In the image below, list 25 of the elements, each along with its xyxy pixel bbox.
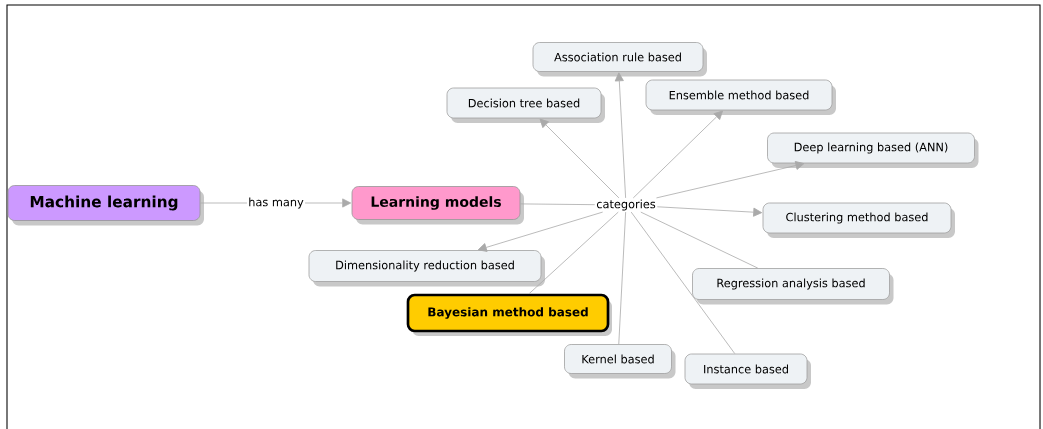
concept-box: Instance based xyxy=(684,353,811,389)
edge-label: has many xyxy=(246,196,306,210)
connector xyxy=(640,211,759,269)
concept-box: Decision tree based xyxy=(446,87,605,123)
connector xyxy=(528,211,619,295)
connector xyxy=(477,211,604,252)
concept-box: Learning models xyxy=(351,186,524,225)
concept-box: Bayesian method based xyxy=(406,293,612,336)
connector xyxy=(630,211,736,354)
connector xyxy=(520,203,596,206)
concept-box: Kernel based xyxy=(564,344,676,379)
connector xyxy=(539,118,620,199)
concept-box: Regression analysis based xyxy=(692,268,894,305)
connector xyxy=(656,206,763,217)
concept-box: Deep learning based (ANN) xyxy=(767,132,979,168)
concept-box: Ensemble method based xyxy=(645,79,836,115)
connector xyxy=(618,211,627,345)
connector xyxy=(614,72,626,199)
connector xyxy=(632,110,723,199)
concept-box: Clustering method based xyxy=(762,202,955,238)
concept-box: Association rule based xyxy=(532,42,707,77)
linking-phrase: categories xyxy=(594,198,658,212)
concept-box: Dimensionality reduction based xyxy=(308,250,545,287)
concept-box: Machine learning xyxy=(7,185,204,226)
connector xyxy=(656,161,805,199)
